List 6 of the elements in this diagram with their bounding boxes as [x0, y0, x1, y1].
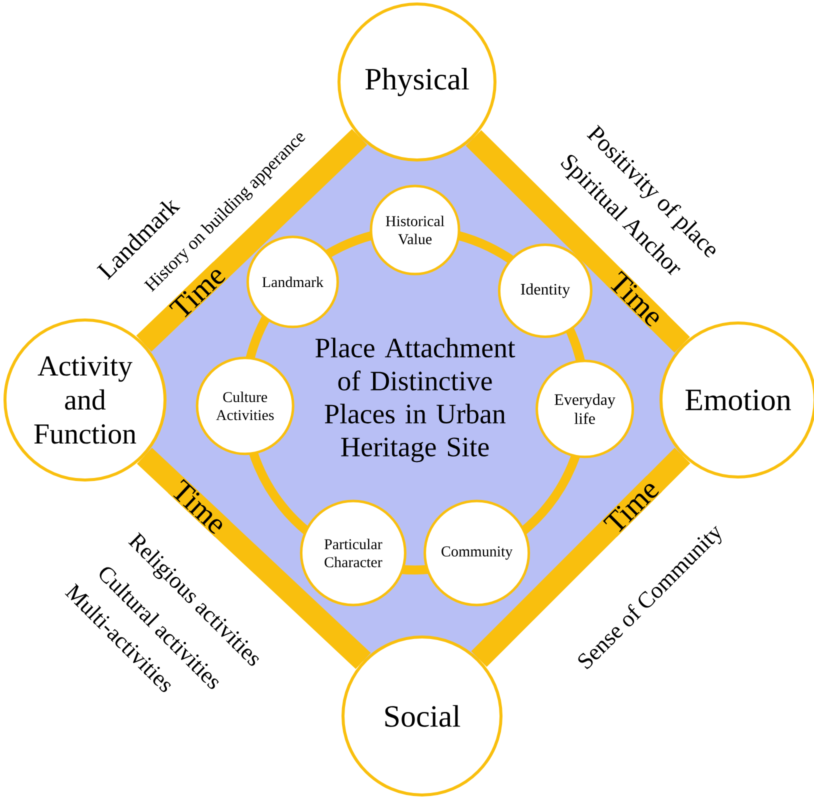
band-connector	[136, 448, 371, 669]
band-connector	[471, 448, 690, 667]
band-connector	[136, 129, 368, 352]
node-label: Social	[385, 705, 460, 727]
band-connector	[466, 130, 690, 353]
node-label: Emotion	[686, 390, 791, 410]
